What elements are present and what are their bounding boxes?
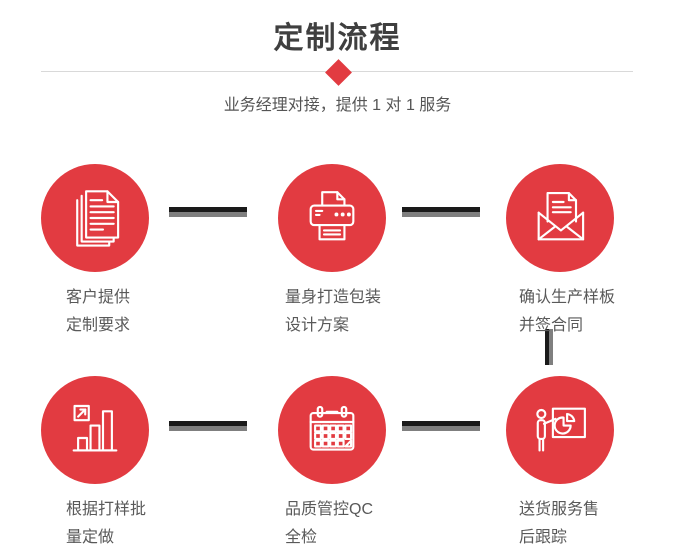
step-label-2: 量身打造包装 设计方案 [285,284,381,340]
page-subtitle: 业务经理对接，提供 1 对 1 服务 [223,97,452,114]
step-label-3-line2: 并签合同 [519,317,584,334]
step-circle-3 [506,164,614,272]
step-label-1-line1: 客户提供 [66,289,131,306]
step-label-2-line2: 设计方案 [285,317,350,334]
step-circle-4 [41,376,149,484]
flow-connector-h2 [402,207,480,217]
step-circle-5 [278,376,386,484]
printer-icon [309,191,355,241]
presenter-icon [536,407,586,452]
step-label-4-line2: 量定做 [66,529,115,546]
calendar-icon [309,405,355,451]
flow-connector-vertical [545,329,553,365]
diamond-marker [325,59,352,86]
step-circle-1 [41,164,149,272]
step-label-6-line1: 送货服务售 [519,501,600,518]
step-label-1-line2: 定制要求 [66,317,131,334]
flow-connector-h4 [402,421,480,431]
flow-connector-h3 [169,421,247,431]
step-label-5-line1: 品质管控QC [285,501,374,518]
step-label-3: 确认生产样板 并签合同 [519,284,615,340]
step-label-6-line2: 后跟踪 [519,529,568,546]
step-label-4: 根据打样批 量定做 [66,496,146,550]
documents-icon [76,190,120,247]
envelope-icon [537,192,585,241]
flow-connector-h1 [169,207,247,217]
step-label-6: 送货服务售 后跟踪 [519,496,599,550]
step-label-3-line1: 确认生产样板 [519,289,616,306]
step-label-5-line2: 全检 [285,529,318,546]
step-label-1: 客户提供 定制要求 [66,284,130,340]
step-label-4-line1: 根据打样批 [66,501,147,518]
step-circle-2 [278,164,386,272]
step-label-5: 品质管控QC 全检 [285,496,373,550]
page-title: 定制流程 [273,22,402,55]
step-circle-6 [506,376,614,484]
bar-chart-icon [72,404,118,452]
step-label-2-line1: 量身打造包装 [285,289,382,306]
